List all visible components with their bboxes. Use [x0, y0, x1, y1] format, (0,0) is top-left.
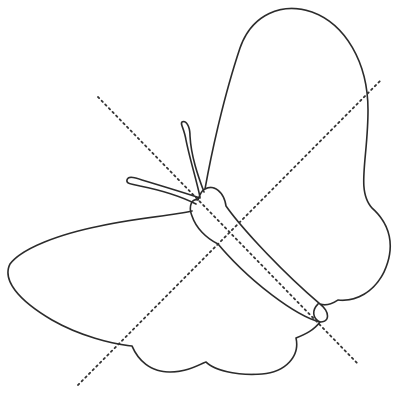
butterfly-body	[190, 188, 327, 322]
lower-wing	[8, 211, 320, 374]
line-of-symmetry-b	[78, 80, 381, 385]
body-tail-segment	[314, 304, 320, 322]
line-of-symmetry-a	[98, 97, 358, 364]
